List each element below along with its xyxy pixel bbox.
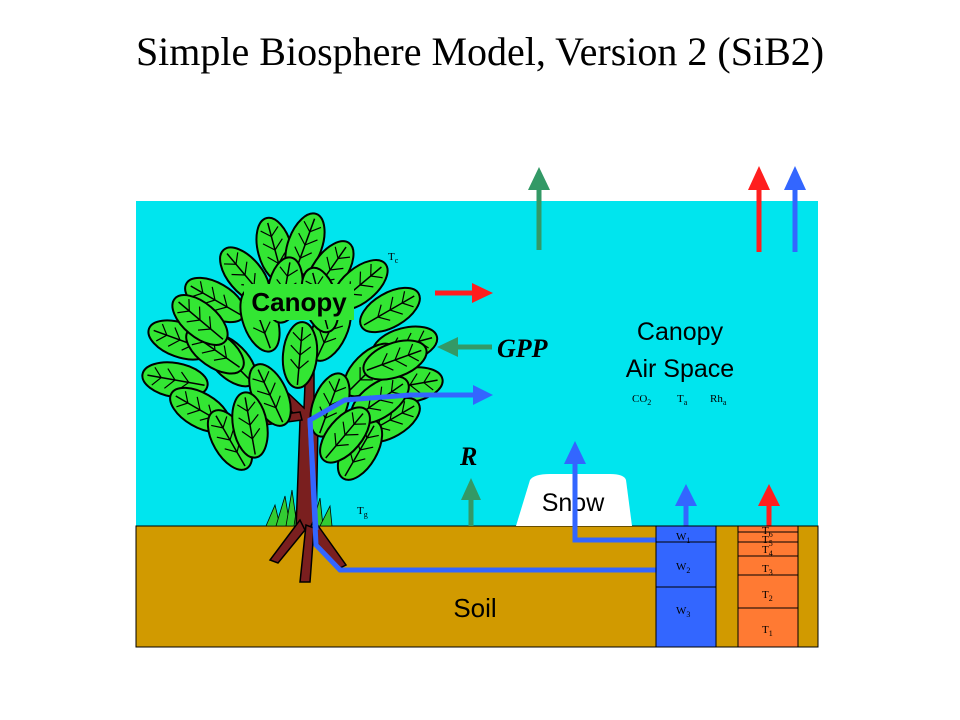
- water-layer-3: W3: [676, 605, 690, 619]
- snow-water-arrow-head: [564, 441, 586, 464]
- water-layer-1: W1: [676, 531, 690, 545]
- respiration-arrow-head: [461, 478, 481, 500]
- temp-layer-3: T3: [762, 563, 773, 577]
- gpp-label: GPP: [497, 334, 549, 363]
- canopy-label-box: [244, 284, 354, 320]
- top-water-arrow-head: [784, 166, 806, 190]
- canopy-air-variables: CO2 Ta Rha: [632, 393, 727, 408]
- tc-label: Tc: [388, 251, 399, 265]
- canopy-label: Canopy: [251, 287, 347, 317]
- page-title: Simple Biosphere Model, Version 2 (SiB2): [135, 29, 825, 74]
- temp-layer-5: T5: [762, 534, 773, 548]
- canopy-air-label-line2: Air Space: [626, 355, 734, 383]
- water-uptake-path: [307, 419, 656, 573]
- canopy-air-label-line1: Canopy: [637, 318, 724, 346]
- temp-layer-6: T6: [762, 525, 773, 539]
- snow-water-path: [572, 462, 656, 543]
- soil-heat-arrow-head: [758, 484, 780, 506]
- temp-layer-1: T1: [762, 624, 773, 638]
- temp-layer-2: T2: [762, 589, 773, 603]
- canopy-heat-arrow-head: [472, 283, 493, 303]
- top-heat-arrow-head: [748, 166, 770, 190]
- soil-water-arrow-head: [675, 484, 697, 506]
- temp-layer-4: T4: [762, 544, 773, 558]
- canopy-water-arrow-head: [473, 385, 493, 405]
- respiration-label: R: [459, 442, 477, 471]
- water-layer-2: W2: [676, 561, 690, 575]
- soil-temperature-column: T6 T5 T4 T3 T2 T1: [737, 525, 799, 648]
- gpp-arrow-head: [437, 337, 458, 357]
- soil-water-column: W1 W2 W3: [655, 525, 717, 648]
- top-carbon-arrow-head: [528, 167, 550, 190]
- tg-label: Tg: [357, 505, 368, 519]
- soil-label: Soil: [453, 593, 496, 623]
